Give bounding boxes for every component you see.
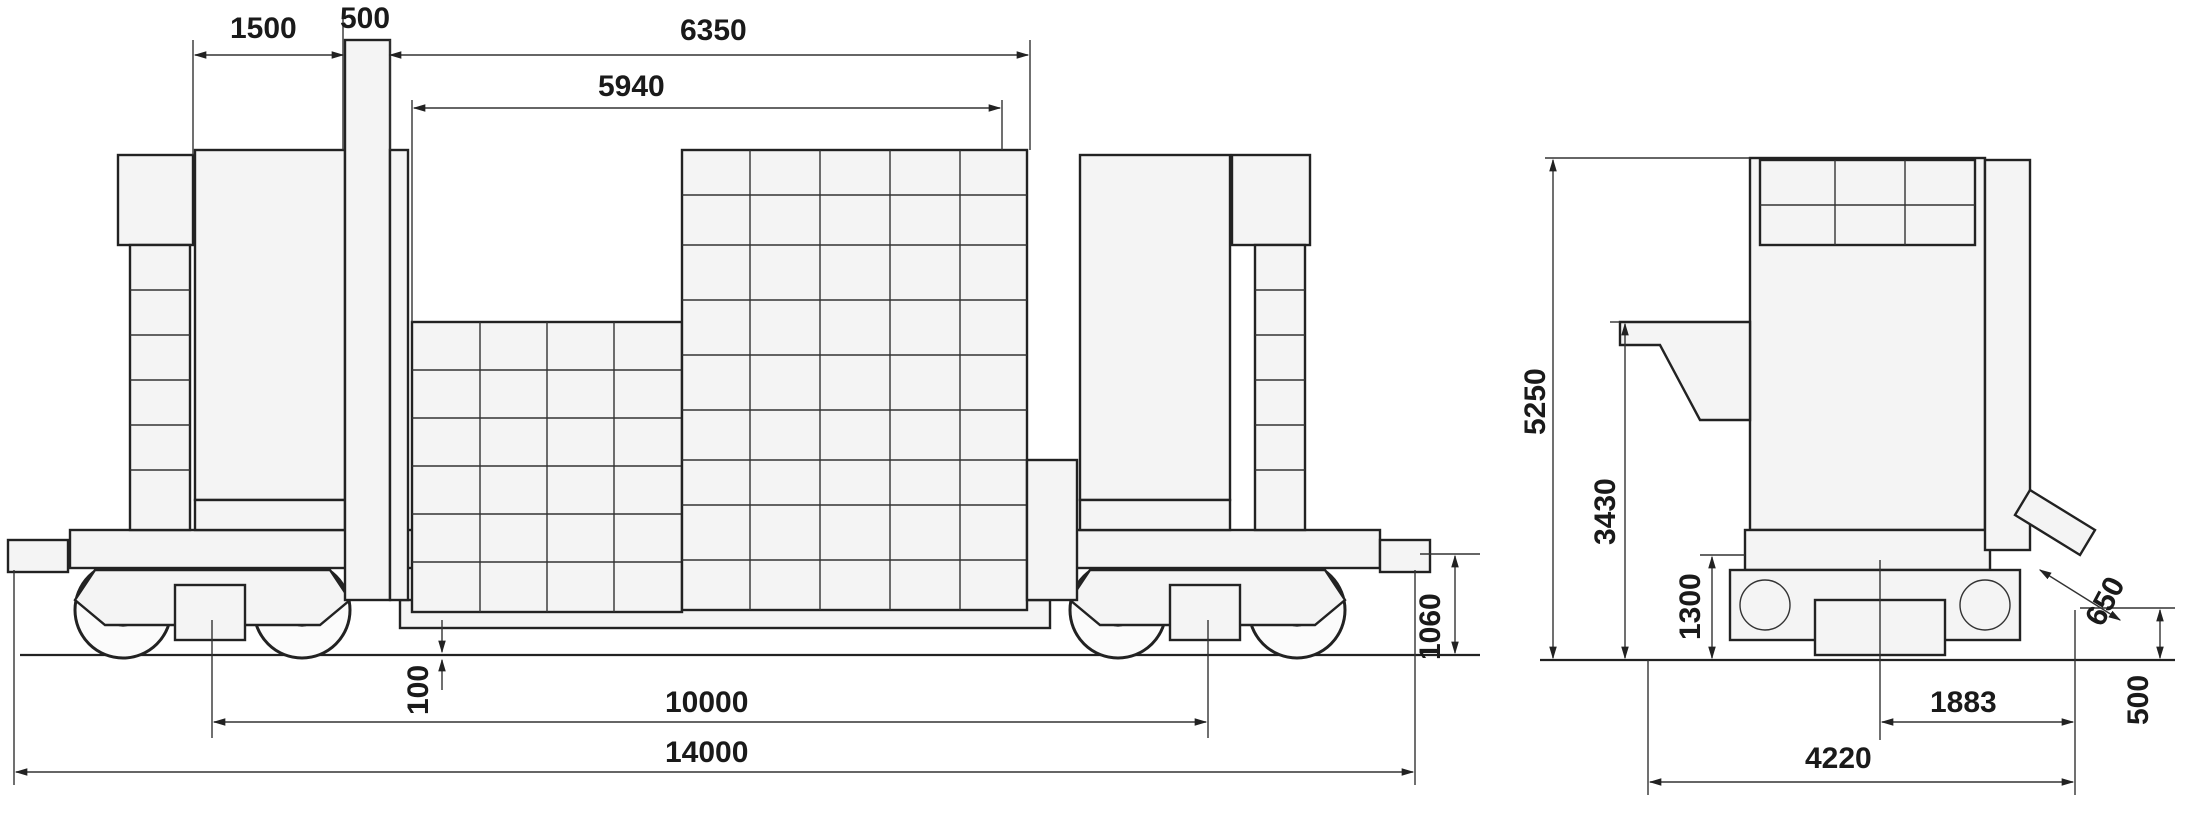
cargo-stack-right [680, 148, 1029, 612]
dim-500-right: 500 [2122, 675, 2155, 725]
dim-1300: 1300 [1674, 573, 1707, 640]
left-tower [116, 148, 347, 532]
coupler-right [1378, 538, 1432, 574]
dim-1883: 1883 [1930, 686, 1997, 719]
center-post [343, 38, 392, 602]
left-bogie [73, 560, 352, 660]
right-bogie [1068, 560, 1347, 660]
dim-4220: 4220 [1805, 742, 1872, 775]
dim-14000: 14000 [665, 736, 748, 769]
dim-1060: 1060 [1414, 593, 1447, 660]
post [388, 148, 410, 602]
side-brace [1025, 458, 1079, 602]
dim-6350: 6350 [680, 14, 747, 47]
cargo-stack-left [410, 320, 684, 614]
dim-5940: 5940 [598, 70, 665, 103]
dim-650: 650 [2079, 572, 2132, 632]
dim-100: 100 [402, 665, 435, 715]
end-overhang [1618, 320, 1752, 422]
right-tower [1078, 153, 1312, 532]
dim-3430: 3430 [1589, 478, 1622, 545]
coupler-left [6, 538, 70, 574]
end-view: 5250 3430 1300 650 1883 4220 500 [1519, 156, 2175, 795]
end-mechanism [2013, 488, 2097, 557]
dim-1500: 1500 [230, 12, 297, 45]
side-view: 1500 500 6350 5940 10000 14000 100 1060 [6, 2, 1480, 785]
end-frame [1743, 528, 1992, 572]
dim-10000: 10000 [665, 686, 748, 719]
dim-5250: 5250 [1519, 368, 1552, 435]
end-ladder [1983, 158, 2032, 552]
dim-500-top: 500 [340, 2, 390, 35]
